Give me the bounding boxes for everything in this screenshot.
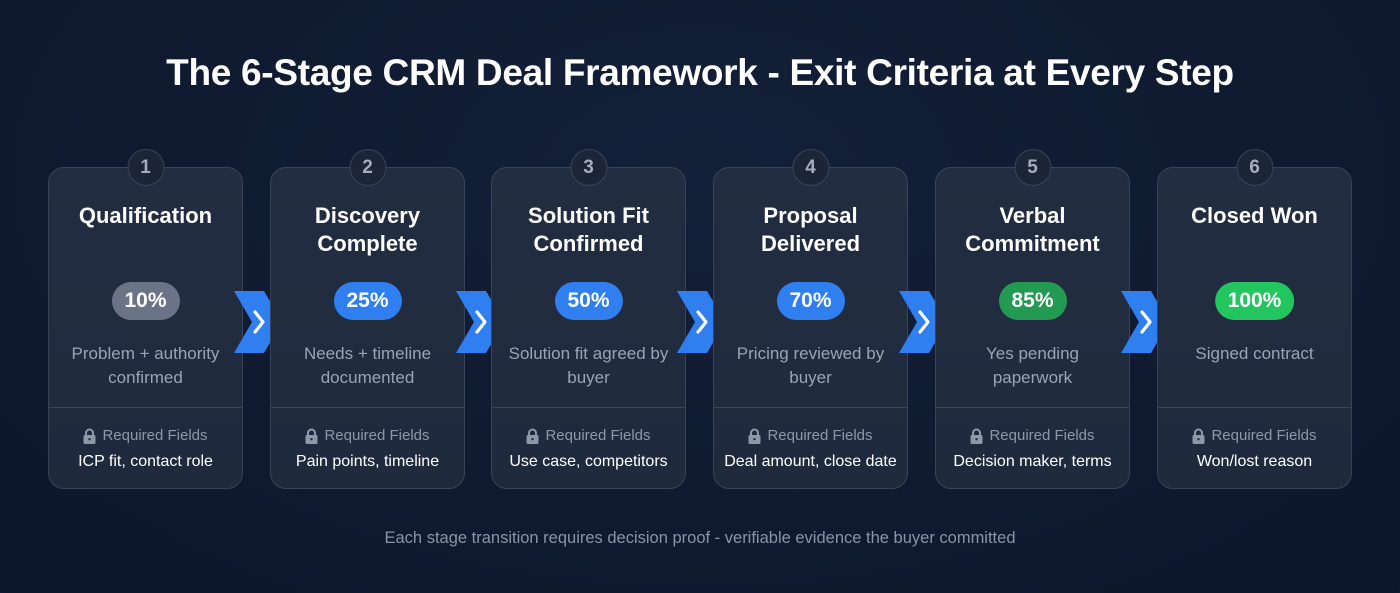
stage-description: Pricing reviewed by buyer — [736, 344, 885, 387]
stage-description: Signed contract — [1195, 344, 1314, 363]
stage-number: 2 — [349, 149, 386, 186]
diagram-title: The 6-Stage CRM Deal Framework - Exit Cr… — [166, 52, 1234, 93]
stage-title: Closed Won — [1191, 203, 1318, 228]
card-divider — [49, 407, 242, 408]
required-fields-value: Deal amount, close date — [724, 453, 897, 470]
required-fields-text: Required Fields — [767, 427, 873, 444]
required-fields-text: Required Fields — [102, 427, 208, 444]
required-fields-label: Required Fields — [492, 427, 685, 444]
stage-card-5: 5 Verbal Commitment 85% Yes pending pape… — [935, 149, 1130, 489]
stage-description: Problem + authority confirmed — [71, 344, 220, 387]
stage-description: Yes pending paperwork — [986, 344, 1079, 387]
required-fields-value: Use case, competitors — [509, 453, 668, 470]
required-fields-label: Required Fields — [936, 427, 1129, 444]
lock-icon — [748, 428, 761, 444]
probability-badge: 10% — [111, 282, 180, 320]
card-divider — [936, 407, 1129, 408]
probability-badge: 85% — [998, 282, 1067, 320]
card-divider — [271, 407, 464, 408]
lock-icon — [526, 428, 539, 444]
stage-card-1: 1 Qualification 10% Problem + authority … — [48, 149, 243, 489]
stage-number: 3 — [570, 149, 607, 186]
lock-icon — [305, 428, 318, 444]
card-divider — [492, 407, 685, 408]
required-fields-label: Required Fields — [271, 427, 464, 444]
stage-title: Discovery Complete — [314, 203, 421, 256]
required-fields-label: Required Fields — [49, 427, 242, 444]
required-fields-value: Pain points, timeline — [295, 453, 440, 470]
required-fields-text: Required Fields — [1211, 427, 1317, 444]
required-fields-label: Required Fields — [1158, 427, 1351, 444]
required-fields-label: Required Fields — [714, 427, 907, 444]
required-fields-text: Required Fields — [324, 427, 430, 444]
stage-title: Verbal Commitment — [965, 203, 1100, 256]
stage-card-3: 3 Solution Fit Confirmed 50% Solution fi… — [491, 149, 686, 489]
card-divider — [1158, 407, 1351, 408]
required-fields-text: Required Fields — [545, 427, 651, 444]
probability-badge: 25% — [333, 282, 402, 320]
stage-card-2: 2 Discovery Complete 25% Needs + timelin… — [270, 149, 465, 489]
required-fields-text: Required Fields — [989, 427, 1095, 444]
card-divider — [714, 407, 907, 408]
stage-description: Needs + timeline documented — [303, 344, 432, 387]
probability-badge: 50% — [554, 282, 623, 320]
required-fields-value: Won/lost reason — [1196, 453, 1313, 470]
stage-description: Solution fit agreed by buyer — [508, 344, 669, 387]
stage-title: Proposal Delivered — [760, 203, 861, 256]
stage-number: 5 — [1014, 149, 1051, 186]
stage-number: 4 — [792, 149, 829, 186]
required-fields-value: ICP fit, contact role — [78, 453, 213, 470]
lock-icon — [83, 428, 96, 444]
lock-icon — [970, 428, 983, 444]
stage-card-6: 6 Closed Won 100% Signed contract Requir… — [1157, 149, 1352, 489]
footer-note: Each stage transition requires decision … — [384, 529, 1016, 547]
stage-title: Solution Fit Confirmed — [528, 203, 649, 256]
required-fields-value: Decision maker, terms — [953, 453, 1112, 470]
probability-badge: 100% — [1214, 282, 1295, 320]
stage-number: 6 — [1236, 149, 1273, 186]
stage-title: Qualification — [78, 203, 213, 228]
stage-number: 1 — [127, 149, 164, 186]
lock-icon — [1192, 428, 1205, 444]
probability-badge: 70% — [776, 282, 845, 320]
stage-card-4: 4 Proposal Delivered 70% Pricing reviewe… — [713, 149, 908, 489]
